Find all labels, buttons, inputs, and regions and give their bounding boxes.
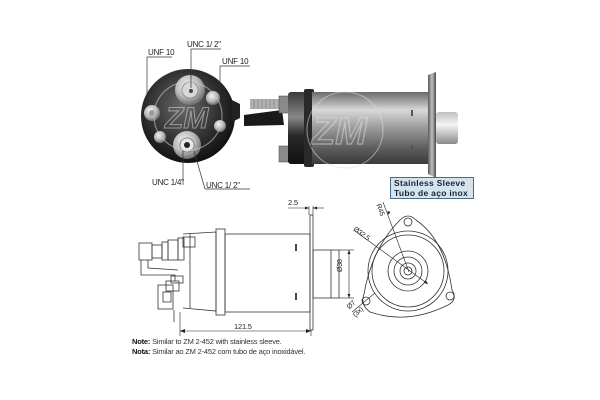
- label-unc14: UNC 1/4": [152, 178, 184, 187]
- note-pt: Nota: Similar ao ZM 2-452 com tubo de aç…: [132, 347, 306, 356]
- dim-overall-length: 121.5: [234, 322, 252, 331]
- label-unc12-bottom: UNC 1/ 2": [206, 181, 240, 190]
- dim-plunger-diameter: Ø38: [337, 259, 344, 272]
- zm-watermark-icon: ZM: [306, 91, 384, 169]
- technical-front-view: [361, 215, 455, 318]
- dimension-lines-side: [179, 206, 354, 336]
- svg-text:ZM: ZM: [311, 111, 368, 153]
- dim-flange-thickness: 2.5: [288, 198, 298, 207]
- notes: Note: Similar to ZM 2-452 with stainless…: [132, 337, 305, 357]
- label-unc12-top: UNC 1/ 2": [187, 40, 221, 49]
- sleeve-label-en: Stainless Sleeve: [394, 178, 466, 188]
- solenoid-side-view-photo: ZM: [244, 72, 458, 178]
- note-en: Note: Similar to ZM 2-452 with stainless…: [132, 337, 282, 346]
- end-view-cap: ZM: [141, 69, 240, 163]
- sleeve-label-pt: Tubo de aço inox: [394, 188, 469, 198]
- technical-side-view: [138, 214, 340, 331]
- label-unf10-right: UNF 10: [222, 57, 249, 66]
- end-view-leader-lines: [146, 48, 250, 190]
- stainless-sleeve-label: Stainless Sleeve Tubo de aço inox: [390, 177, 474, 199]
- zm-watermark-icon: ZM: [153, 81, 223, 151]
- label-unf10-left: UNF 10: [148, 48, 175, 57]
- dimension-lines-front: [351, 201, 429, 313]
- svg-text:ZM: ZM: [164, 102, 209, 135]
